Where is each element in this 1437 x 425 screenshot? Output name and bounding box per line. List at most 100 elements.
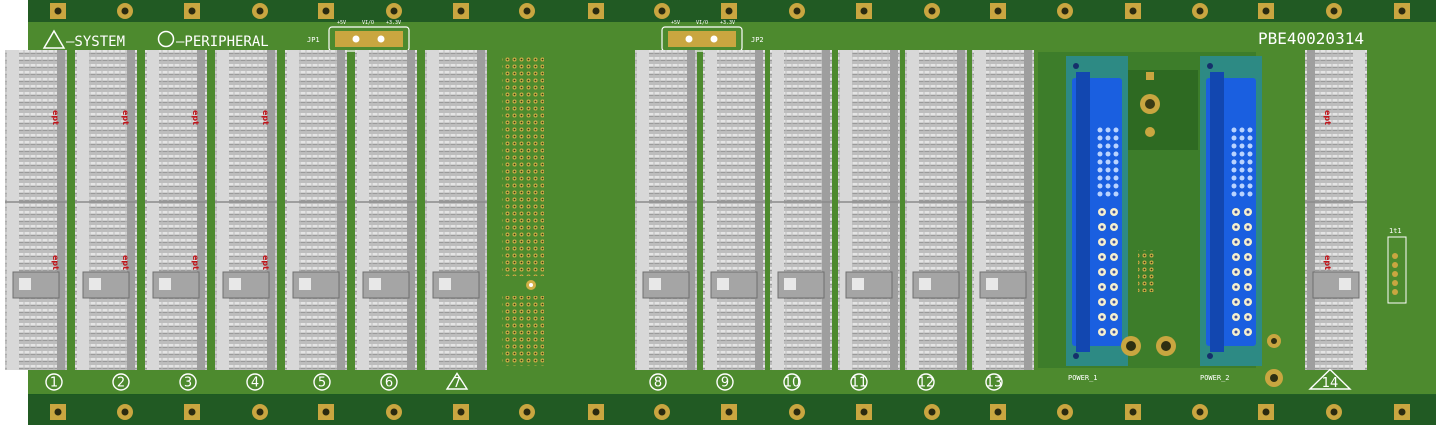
power-pin-small <box>1113 167 1119 173</box>
connector-brand-label: ept <box>51 255 60 270</box>
connector-shroud <box>907 50 919 370</box>
connector-rail <box>477 50 485 370</box>
mounting-hole <box>457 7 465 15</box>
power-screw <box>1207 63 1213 69</box>
power-pin-small <box>1113 183 1119 189</box>
jumper-pin-label: +5V <box>671 20 680 26</box>
power-pin-small <box>1113 151 1119 157</box>
mounting-hole <box>322 408 330 416</box>
power-pin-small <box>1105 191 1111 197</box>
power-pin-small <box>1097 135 1103 141</box>
mounting-hole <box>994 408 1002 416</box>
slot-label-12: 12 <box>917 373 935 391</box>
connector-shroud <box>974 50 986 370</box>
mounting-hole <box>54 408 62 416</box>
connector-slot-4: ept ept <box>215 50 277 370</box>
slot-circle-icon <box>313 373 331 391</box>
power-pin-small <box>1231 167 1237 173</box>
connector-brand-label: ept <box>51 110 60 125</box>
connector-shroud <box>217 50 229 370</box>
connector-rail <box>957 50 965 370</box>
slot-circle-icon <box>783 373 801 391</box>
power-connector-2 <box>1200 56 1262 366</box>
slot-number: 14 <box>1322 376 1339 391</box>
jumper-pin <box>377 35 385 43</box>
connector-slot-10 <box>770 50 832 370</box>
power-screw <box>1073 63 1079 69</box>
power-pin-small <box>1231 135 1237 141</box>
connector-rail <box>407 50 415 370</box>
slot-number: 12 <box>918 376 935 391</box>
connector-brand-label: ept <box>121 110 130 125</box>
connector-brand-label: ept <box>261 110 270 125</box>
slot-number: 1 <box>50 376 58 391</box>
connector-key <box>299 278 311 290</box>
mounting-hole <box>390 7 398 15</box>
connector-brand-label: ept <box>1323 110 1332 125</box>
connector-brand-label: ept <box>191 255 200 270</box>
jumper-outline <box>661 26 743 52</box>
jumper-jp1: JP1 +5V VI/O +3.3V <box>307 20 410 52</box>
power-pin-small <box>1247 135 1253 141</box>
via-hole <box>529 283 533 287</box>
slot-label-6: 6 <box>380 373 398 391</box>
connector-key <box>19 278 31 290</box>
mounting-hole <box>592 7 600 15</box>
slot-number: 5 <box>318 376 326 391</box>
slot-number: 6 <box>385 376 393 391</box>
mounting-hole <box>860 7 868 15</box>
connector-key <box>852 278 864 290</box>
mounting-hole <box>121 408 129 416</box>
slot-circle-icon <box>716 373 734 391</box>
jumper-pin-label: +3.3V <box>720 20 735 26</box>
via-array <box>502 56 544 366</box>
slot-circle-icon <box>45 373 63 391</box>
jumper-pads <box>668 31 736 47</box>
slot-triangle-icon <box>445 372 469 390</box>
connector-rail <box>687 50 695 370</box>
connector-rail <box>755 50 763 370</box>
power-pin-small <box>1105 151 1111 157</box>
connector-key <box>919 278 931 290</box>
mounting-hole <box>256 408 264 416</box>
power-pin-small <box>1231 151 1237 157</box>
connector-shroud <box>427 50 439 370</box>
legend: —SYSTEM —PERIPHERAL <box>42 29 269 50</box>
connector-shroud <box>705 50 717 370</box>
mounting-hole <box>188 408 196 416</box>
jumper-pin-label: VI/O <box>362 20 374 26</box>
side-header-label: 1t1 <box>1389 227 1402 235</box>
mounting-hole <box>390 408 398 416</box>
connector-shroud <box>840 50 852 370</box>
jumper-jp2: JP2 +5V VI/O +3.3V <box>661 20 764 52</box>
connector-slot-8 <box>635 50 697 370</box>
mounting-hole <box>725 7 733 15</box>
power-connector-1 <box>1066 56 1128 366</box>
connector-rail <box>890 50 898 370</box>
slot-label-14: 14 <box>1308 368 1352 391</box>
connector-slot-13 <box>972 50 1034 370</box>
slot-number: 2 <box>117 376 125 391</box>
power-pin-small <box>1231 159 1237 165</box>
power-2-label: POWER_2 <box>1200 374 1230 382</box>
connector-rail <box>1307 50 1315 370</box>
power-pin-small <box>1105 159 1111 165</box>
mounting-hole <box>860 408 868 416</box>
power-connector-side <box>1210 72 1224 352</box>
connector-brand-label: ept <box>261 255 270 270</box>
side-header-outline <box>1387 236 1407 304</box>
slot-label-2: 2 <box>112 373 130 391</box>
slot-label-11: 11 <box>850 373 868 391</box>
slot-label-10: 10 <box>783 373 801 391</box>
connector-shroud <box>357 50 369 370</box>
jumper-label: JP1 <box>307 36 320 44</box>
power-pin-small <box>1097 127 1103 133</box>
slot-number: 11 <box>851 376 868 391</box>
connector-key <box>89 278 101 290</box>
power-pin-small <box>1113 159 1119 165</box>
mounting-hole <box>1196 7 1204 15</box>
jumper-pin <box>352 35 360 43</box>
